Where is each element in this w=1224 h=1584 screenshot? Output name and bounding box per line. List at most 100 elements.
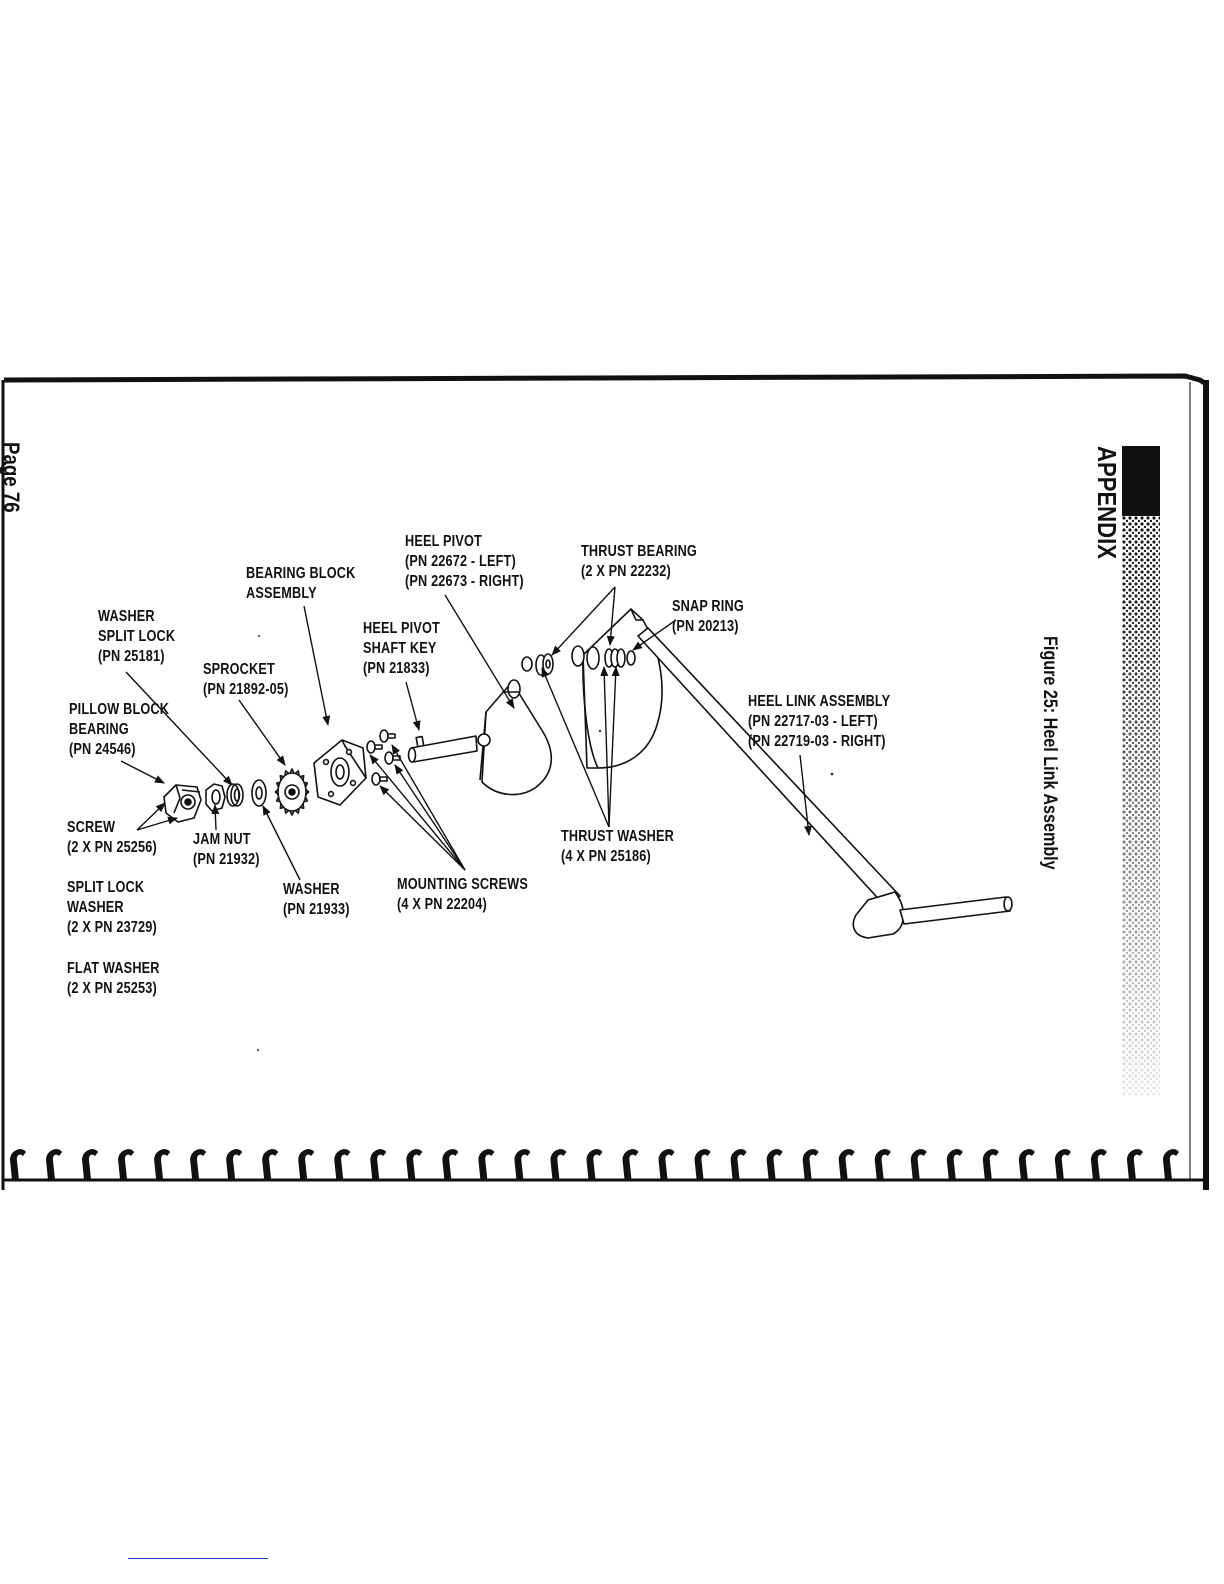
label-line: THRUST BEARING — [581, 543, 697, 560]
label-line: HEEL PIVOT — [363, 620, 440, 637]
binding-coil — [334, 1149, 351, 1180]
binding-coil — [874, 1149, 891, 1180]
binding-coil — [730, 1149, 747, 1180]
label-line: SPROCKET — [203, 661, 275, 678]
label-line: HEEL LINK ASSEMBLY — [748, 693, 891, 710]
label-flat-washer: FLAT WASHER (2 X PN 25253) — [67, 959, 160, 999]
label-line: PILLOW BLOCK — [69, 701, 170, 718]
spiral-binding — [10, 1149, 1179, 1180]
binding-coil — [694, 1149, 711, 1180]
label-line: BEARING BLOCK — [246, 565, 356, 582]
page-frame — [1, 373, 1209, 1190]
binding-coil — [910, 1149, 927, 1180]
scan-specks — [257, 635, 834, 1051]
label-line: (PN 22673 - RIGHT) — [405, 573, 524, 590]
binding-coil — [370, 1149, 387, 1180]
label-line: (2 X PN 25256) — [67, 839, 157, 856]
label-line: MOUNTING SCREWS — [397, 876, 528, 893]
label-line: HEEL PIVOT — [405, 533, 482, 550]
binding-coil — [1018, 1149, 1035, 1180]
heel-link-assembly-part — [571, 608, 1013, 939]
label-thrust-washer: THRUST WASHER (4 X PN 25186) — [561, 827, 674, 867]
label-line: SPLIT LOCK — [67, 879, 145, 896]
label-line: WASHER — [67, 899, 124, 916]
label-line: (2 X PN 23729) — [67, 919, 157, 936]
label-sprocket: SPROCKET (PN 21892-05) — [203, 660, 289, 700]
section-tab — [1122, 446, 1160, 1096]
binding-coil — [550, 1149, 567, 1180]
binding-coil — [118, 1149, 135, 1180]
label-line: (PN 22672 - LEFT) — [405, 553, 516, 570]
label-line: (PN 21933) — [283, 901, 350, 918]
binding-coil — [46, 1149, 63, 1180]
binding-coil — [838, 1149, 855, 1180]
binding-coil — [1090, 1149, 1107, 1180]
label-thrust-bearing: THRUST BEARING (2 X PN 22232) — [581, 542, 697, 582]
label-line: (2 X PN 25253) — [67, 980, 157, 997]
label-split-lock-washer: SPLIT LOCK WASHER (2 X PN 23729) — [67, 878, 157, 938]
label-line: (PN 22719-03 - RIGHT) — [748, 733, 886, 750]
binding-coil — [406, 1149, 423, 1180]
label-pillow-block-bearing: PILLOW BLOCK BEARING (PN 24546) — [69, 700, 169, 760]
label-line: THRUST WASHER — [561, 828, 674, 845]
label-heel-pivot: HEEL PIVOT (PN 22672 - LEFT) (PN 22673 -… — [405, 532, 524, 592]
binding-coil — [298, 1149, 315, 1180]
footer-link-underline — [128, 1558, 268, 1559]
label-line: (PN 21833) — [363, 660, 430, 677]
binding-coil — [1126, 1149, 1143, 1180]
binding-coil — [514, 1149, 531, 1180]
binding-coil — [1163, 1149, 1179, 1180]
label-line: FLAT WASHER — [67, 960, 160, 977]
label-line: (PN 25181) — [98, 648, 165, 665]
binding-coil — [478, 1149, 495, 1180]
page-number: Page 76 — [0, 442, 24, 513]
label-washer: WASHER (PN 21933) — [283, 880, 350, 920]
binding-coil — [586, 1149, 603, 1180]
label-line: SNAP RING — [672, 598, 744, 615]
binding-coil — [190, 1149, 207, 1180]
label-line: JAM NUT — [193, 831, 251, 848]
label-line: (PN 22717-03 - LEFT) — [748, 713, 878, 730]
label-line: (PN 21932) — [193, 851, 260, 868]
bearing-block-part — [313, 739, 367, 806]
binding-coil — [442, 1149, 459, 1180]
binding-coil — [946, 1149, 963, 1180]
label-line: (PN 20213) — [672, 618, 739, 635]
label-screw: SCREW (2 X PN 25256) — [67, 818, 157, 858]
label-jam-nut: JAM NUT (PN 21932) — [193, 830, 260, 870]
label-line: ASSEMBLY — [246, 585, 317, 602]
binding-coil — [82, 1149, 99, 1180]
sprocket-part — [274, 768, 310, 816]
label-line: SCREW — [67, 819, 116, 836]
label-line: (PN 21892-05) — [203, 681, 289, 698]
washer-part — [251, 779, 267, 807]
binding-coil — [658, 1149, 675, 1180]
label-snap-ring: SNAP RING (PN 20213) — [672, 597, 744, 637]
binding-coil — [262, 1149, 279, 1180]
label-line: (4 X PN 22204) — [397, 896, 487, 913]
label-line: (2 X PN 22232) — [581, 563, 671, 580]
label-line: SHAFT KEY — [363, 640, 437, 657]
pillow-block-bearing-part — [163, 784, 202, 823]
section-title: APPENDIX — [1092, 446, 1122, 559]
label-line: WASHER — [98, 608, 155, 625]
figure-caption: Figure 25: Heel Link Assembly — [1039, 636, 1060, 870]
label-mounting-screws: MOUNTING SCREWS (4 X PN 22204) — [397, 875, 528, 915]
label-line: WASHER — [283, 881, 340, 898]
binding-coil — [982, 1149, 999, 1180]
label-line: SPLIT LOCK — [98, 628, 176, 645]
washer-split-lock-part — [226, 783, 244, 807]
binding-coil — [10, 1149, 26, 1180]
binding-coil — [1054, 1149, 1071, 1180]
leader-lines — [120, 586, 812, 881]
label-bearing-block-assembly: BEARING BLOCK ASSEMBLY — [246, 564, 355, 604]
mounting-screws-part — [366, 729, 401, 786]
thrust-bearing-stack-left-part — [521, 653, 554, 676]
jam-nut-part — [205, 783, 226, 812]
label-line: (4 X PN 25186) — [561, 848, 651, 865]
binding-coil — [802, 1149, 819, 1180]
label-line: (PN 24546) — [69, 741, 136, 758]
binding-coil — [154, 1149, 171, 1180]
